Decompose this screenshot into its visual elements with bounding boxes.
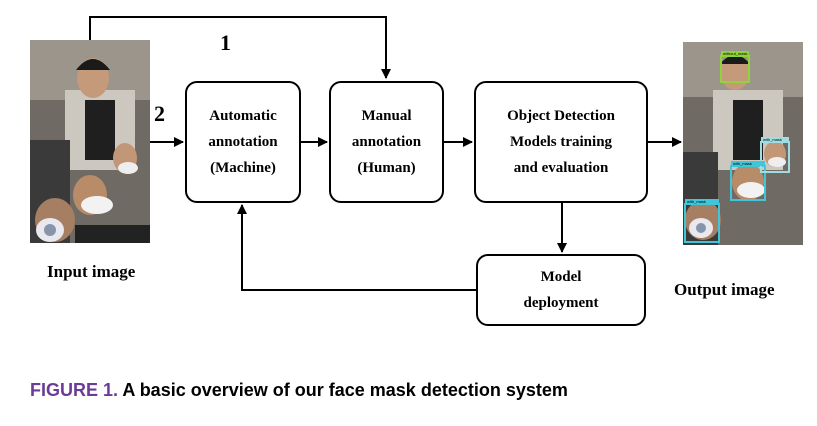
crowd-photo-output: without_mask with_mask with_mask with_ma… (683, 42, 803, 245)
output-image: without_mask with_mask with_mask with_ma… (683, 42, 803, 245)
input-image (30, 40, 150, 243)
figure-caption: FIGURE 1. A basic overview of our face m… (30, 380, 568, 401)
detection-label-4: with_mask (687, 199, 706, 204)
detection-label-2: with_mask (733, 161, 752, 166)
detection-label-3: with_mask (763, 137, 782, 142)
figure-caption-text: A basic overview of our face mask detect… (122, 380, 568, 400)
model-training-box: Object Detection Models training and eva… (474, 81, 648, 203)
model-deployment-box: Model deployment (476, 254, 646, 326)
output-image-label: Output image (674, 280, 775, 299)
figure-number: FIGURE 1. (30, 380, 119, 400)
crowd-photo-input (30, 40, 150, 243)
path-label-1: 1 (220, 30, 231, 55)
manual-annotation-box: Manual annotation (Human) (329, 81, 444, 203)
arrow-input-to-manual (89, 16, 391, 79)
path-label-2: 2 (154, 101, 165, 126)
input-image-label: Input image (47, 262, 136, 281)
detection-label-1: without_mask (723, 51, 747, 56)
automatic-annotation-box: Automatic annotation (Machine) (185, 81, 301, 203)
arrow-deploy-to-auto (237, 204, 476, 291)
